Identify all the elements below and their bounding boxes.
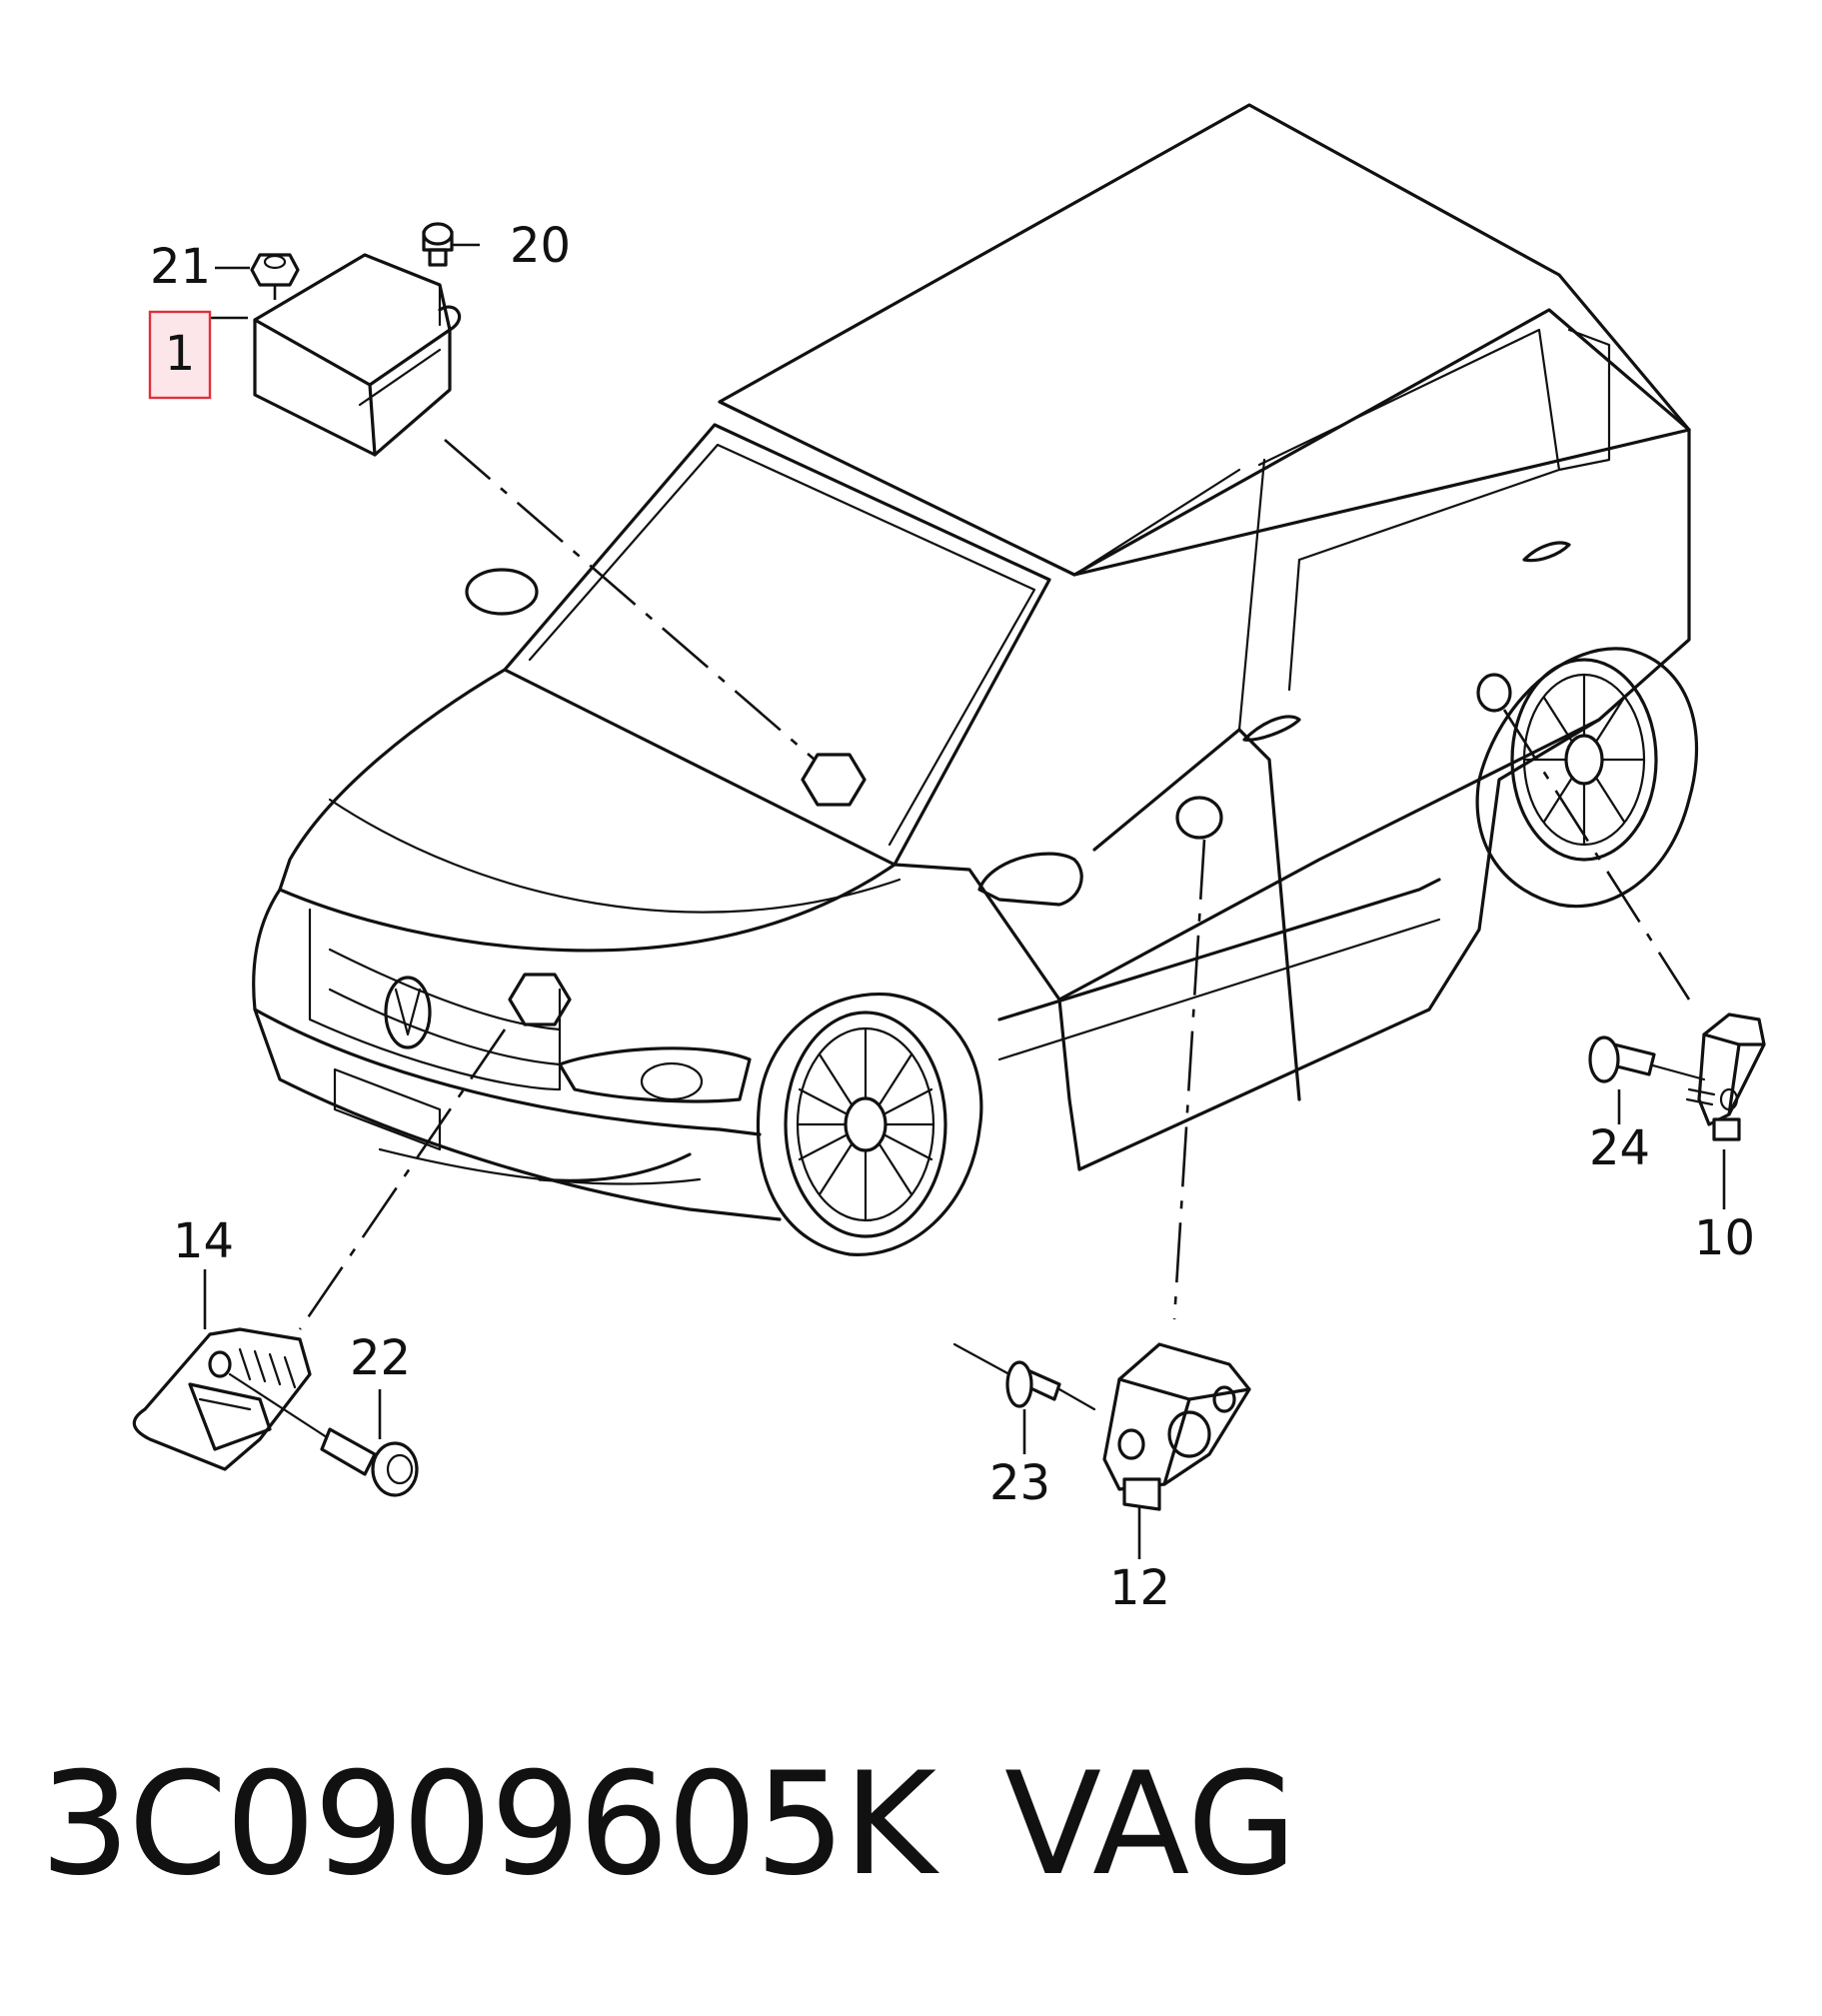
car-outline — [252, 103, 1699, 1256]
sensor-10-part[interactable] — [1685, 1012, 1766, 1141]
highlight-box — [148, 310, 212, 400]
callout-1[interactable]: 1 — [165, 326, 196, 382]
callout-23[interactable]: 23 — [989, 1455, 1050, 1511]
part-number: 3C0909605K — [40, 1742, 936, 1907]
sensor-12-part[interactable] — [1102, 1342, 1251, 1511]
callout-10[interactable]: 10 — [1694, 1210, 1755, 1266]
callout-22[interactable]: 22 — [350, 1330, 411, 1386]
callout-21[interactable]: 21 — [150, 239, 211, 295]
brand-label: VAG — [1004, 1742, 1297, 1907]
bolt-24-part[interactable] — [1588, 1035, 1706, 1083]
mount-marker-front — [508, 973, 572, 1026]
control-unit-part[interactable] — [253, 253, 462, 457]
bolt-22-part[interactable] — [228, 1372, 419, 1497]
callout-24[interactable]: 24 — [1589, 1120, 1650, 1176]
sensor-14-part[interactable] — [132, 1327, 312, 1471]
nut-21-part[interactable] — [250, 253, 300, 287]
vw-logo-icon — [384, 976, 432, 1049]
callout-12[interactable]: 12 — [1109, 1560, 1170, 1616]
front-wheel — [756, 992, 983, 1256]
rivet-23-part[interactable] — [952, 1342, 1096, 1411]
mount-marker-door — [1175, 796, 1223, 840]
mount-marker-control-unit — [801, 753, 867, 807]
leader-lines — [203, 243, 1726, 1559]
callout-20[interactable]: 20 — [510, 218, 571, 274]
nut-20-part[interactable] — [422, 222, 454, 267]
callout-14[interactable]: 14 — [173, 1213, 234, 1269]
mount-marker-rear — [1476, 673, 1512, 713]
